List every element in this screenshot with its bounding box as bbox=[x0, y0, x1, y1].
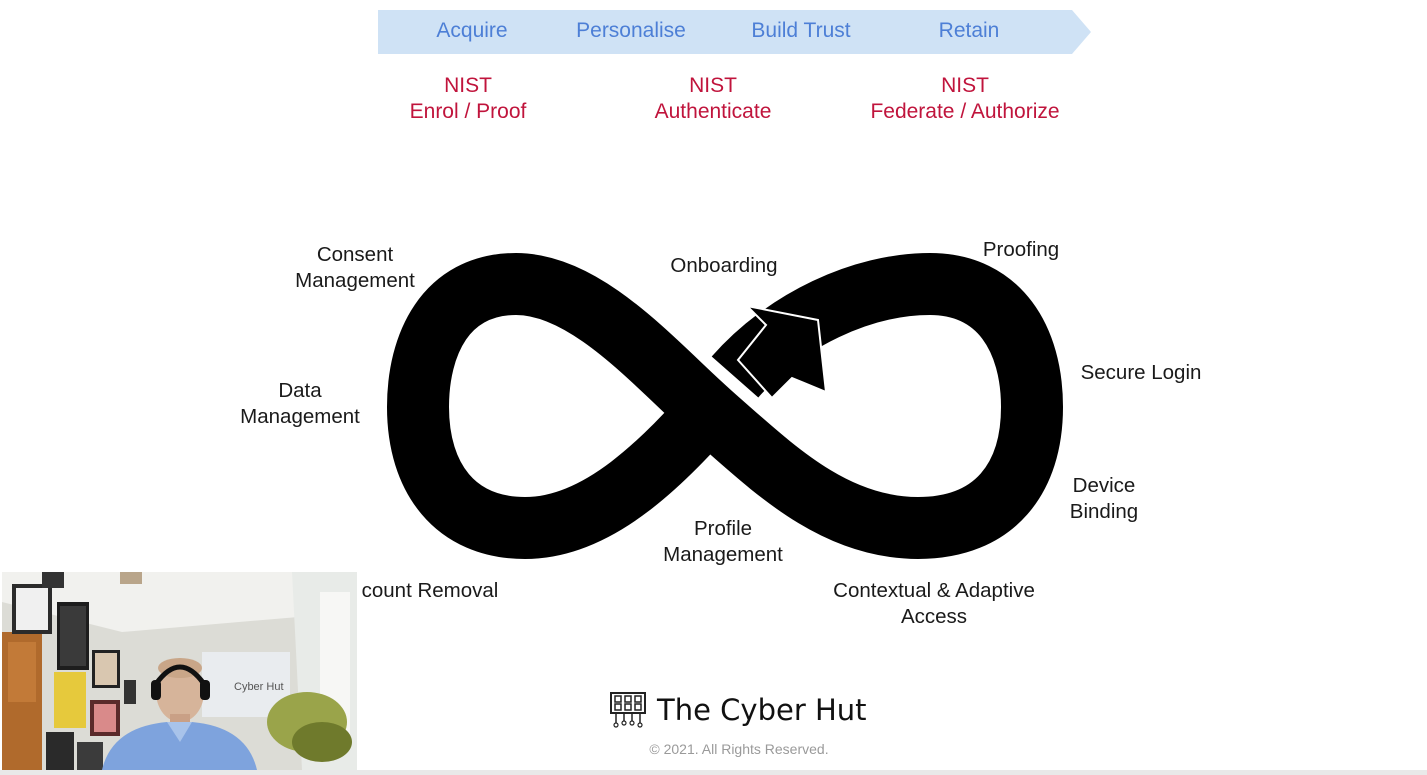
direction-arrow-icon bbox=[736, 304, 828, 400]
stage-build-trust: Build Trust bbox=[751, 19, 851, 42]
nist-enrol-proof: NIST Enrol / Proof bbox=[410, 73, 527, 125]
poster-text: Cyber Hut bbox=[234, 681, 284, 693]
stage-acquire: Acquire bbox=[436, 19, 508, 42]
label-data-management: Data Management bbox=[240, 378, 360, 430]
label-line: Management bbox=[295, 269, 415, 292]
webcam-video: Cyber Hut bbox=[2, 572, 357, 770]
cyber-hut-logo-icon bbox=[610, 692, 646, 728]
label-line: Access bbox=[900, 605, 968, 628]
label-proofing: Proofing bbox=[982, 238, 1060, 261]
label-line: Binding bbox=[1069, 500, 1139, 523]
nist-function: Enrol / Proof bbox=[409, 100, 527, 123]
stage-retain: Retain bbox=[938, 19, 1000, 42]
brand-logo: The Cyber Hut bbox=[609, 690, 867, 730]
label-profile-management: Profile Management bbox=[663, 516, 783, 568]
nist-function: Authenticate bbox=[654, 100, 772, 123]
stage-personalise: Personalise bbox=[576, 19, 686, 42]
bottom-bar bbox=[0, 770, 1427, 775]
nist-authenticate: NIST Authenticate bbox=[655, 73, 772, 125]
nist-label: NIST bbox=[941, 74, 989, 97]
label-line: Management bbox=[240, 405, 360, 428]
label-line: Device bbox=[1072, 474, 1136, 497]
copyright-notice: © 2021. All Rights Reserved. bbox=[649, 741, 829, 757]
nist-function: Federate / Authorize bbox=[870, 100, 1060, 123]
label-device-binding: Device Binding bbox=[1070, 473, 1138, 525]
label-line: Contextual & Adaptive bbox=[833, 579, 1035, 602]
label-secure-login: Secure Login bbox=[1080, 361, 1202, 384]
nist-label: NIST bbox=[444, 74, 492, 97]
infinity-loop-path bbox=[386, 252, 1064, 560]
nist-federate-authorize: NIST Federate / Authorize bbox=[870, 73, 1059, 125]
brand-name: The Cyber Hut bbox=[657, 693, 867, 727]
label-line: Profile bbox=[693, 517, 753, 540]
label-consent-management: Consent Management bbox=[295, 242, 415, 294]
label-account-removal: count Removal bbox=[361, 579, 499, 602]
stage-banner-arrow bbox=[378, 10, 1091, 54]
label-line: Data bbox=[278, 379, 322, 402]
label-contextual-adaptive-access: Contextual & Adaptive Access bbox=[833, 578, 1035, 630]
label-line: Management bbox=[663, 543, 783, 566]
label-line: Consent bbox=[316, 243, 394, 266]
label-onboarding: Onboarding bbox=[670, 254, 778, 277]
nist-label: NIST bbox=[689, 74, 737, 97]
